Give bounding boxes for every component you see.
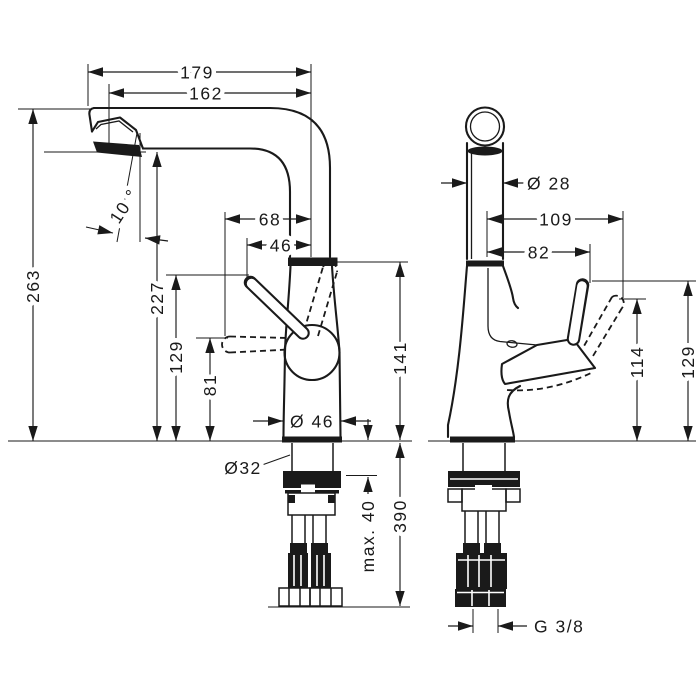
side-supply-hoses [464,511,500,543]
aerator-inner-line [95,120,134,133]
front-mounting-hardware [278,443,343,607]
spout-inner-edge [141,147,292,259]
spout-mouth-shadow [467,146,503,156]
side-base-band [450,436,515,443]
fixing-nut [283,471,341,488]
dim-handle-mid-height: 114 [627,346,647,378]
front-view-faucet [88,106,343,607]
front-dimensions: 179 162 263 227 10 ° 68 46 129 81 141 [18,58,415,608]
hose-nut-left [278,587,311,607]
side-hose-braid [456,553,507,589]
aerator-outline [90,116,145,150]
hose-braid-right [311,553,331,588]
handle-dashed-low-position [221,335,290,354]
dim-side-handle-height: 129 [678,345,698,379]
dim-handle-width: 46 [270,236,292,256]
dim-spout-height: 227 [147,281,167,315]
dim-handle-height: 129 [166,340,186,374]
dim-handle-depth: 82 [528,243,550,263]
side-dimensions: Ø 28 109 82 114 129 G 3/8 [441,169,700,641]
side-body-right-lower [506,384,522,439]
dim-spout-tube-diameter: Ø 28 [527,174,571,194]
dim-body-height: 141 [390,341,410,375]
cartridge-housing-line [487,268,538,346]
handle-plate [500,337,597,386]
side-joint-band [466,260,504,267]
base-band [282,436,342,443]
mounting-flange [287,492,336,516]
dim-shank-diameter: Ø32 [224,458,262,478]
handle-lever [243,275,310,340]
spout-tube-inner [469,111,501,142]
side-body-left-edge [446,264,469,439]
dim-base-diameter: Ø 46 [290,412,334,432]
hose-braid-left [288,553,308,588]
dim-aerator-reach: 162 [189,84,223,104]
spout-outer-edge [92,106,332,259]
side-handle-dashed-position [583,294,625,357]
side-hose-nut [455,589,506,607]
aerator-outlet [93,141,142,157]
hose-nut-right [309,587,343,607]
spout-tube-top [464,106,506,147]
dim-handle-low-height: 81 [200,374,220,396]
plate-hole [506,340,518,348]
supply-hoses [291,515,327,543]
dim-total-height: 263 [23,269,43,303]
dim-hose-length: 390 [390,499,410,533]
spout-tip-face [88,106,96,133]
side-shank [462,443,506,471]
swivel-joint-band [288,257,338,266]
dim-handle-travel-width: 68 [259,210,281,230]
dim-handle-travel-depth: 109 [539,210,573,230]
dim-max-counter-thickness: max. 40 [358,500,378,573]
side-mounting-hardware [447,443,521,607]
side-view-faucet [446,106,625,607]
shank [291,443,334,471]
handle-dashed-up-position [303,262,339,337]
riser-pipe [465,141,505,261]
mixer-ball [283,323,341,382]
dim-aerator-angle: 10 ° [105,185,142,227]
side-body-right-upper [501,264,520,310]
dim-connection-thread: G 3/8 [534,617,584,637]
side-handle-lever [566,278,590,346]
plate-dashed-position [506,371,594,392]
dim-spout-reach: 179 [180,63,214,83]
